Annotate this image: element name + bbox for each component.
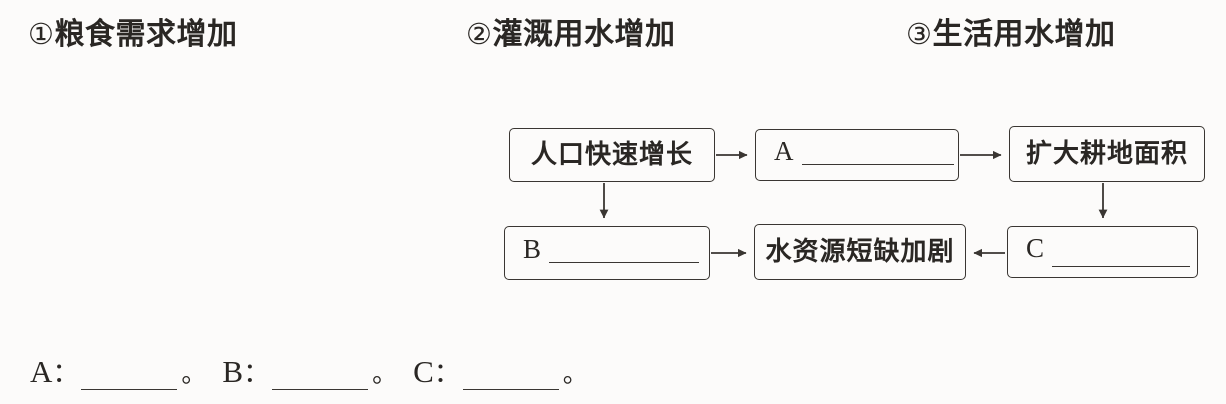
flow-box-water-shortage[interactable]: 水资源短缺加剧 xyxy=(754,224,966,280)
option-item-2: ②灌溉用水增加 xyxy=(466,14,676,55)
answer-letter-a: A xyxy=(30,354,53,389)
option-item-3: ③生活用水增加 xyxy=(906,14,1116,55)
option-item-1: ①粮食需求增加 xyxy=(28,14,238,55)
answer-blank-b[interactable] xyxy=(272,389,369,390)
answer-slot-b[interactable]: B： 。 xyxy=(222,352,413,394)
answer-period-c: 。 xyxy=(562,359,588,388)
flow-box-a-blank-rule[interactable] xyxy=(801,163,954,165)
answer-colon-a: ： xyxy=(52,358,80,389)
flow-box-b[interactable]: B xyxy=(504,226,710,280)
answer-period-a: 。 xyxy=(181,359,207,388)
flow-box-b-blank-rule[interactable] xyxy=(549,261,700,263)
flow-box-c-blank-rule[interactable] xyxy=(1052,265,1191,267)
flow-box-population[interactable]: 人口快速增长 xyxy=(509,128,715,182)
flow-box-a-letter: A xyxy=(774,135,794,166)
flow-box-c-letter: C xyxy=(1026,232,1045,263)
answer-letter-b: B xyxy=(222,354,244,389)
answer-period-b: 。 xyxy=(372,359,398,388)
answer-prompt-row: A：。B：。C：。 xyxy=(30,352,604,394)
flow-box-a[interactable]: A xyxy=(755,129,959,181)
flow-box-farmland[interactable]: 扩大耕地面积 xyxy=(1009,126,1205,182)
option-marker-3: ③ xyxy=(906,17,933,51)
answer-letter-c: C xyxy=(413,354,434,389)
option-label-2: 灌溉用水增加 xyxy=(492,17,676,52)
option-marker-2: ② xyxy=(466,17,493,51)
flow-box-farmland-label: 扩大耕地面积 xyxy=(1025,139,1188,169)
flow-box-b-letter: B xyxy=(523,233,542,264)
answer-slot-c[interactable]: C： 。 xyxy=(413,352,604,394)
option-marker-1: ① xyxy=(28,17,55,51)
option-label-3: 生活用水增加 xyxy=(932,17,1116,52)
answer-blank-a[interactable] xyxy=(81,389,178,390)
answer-slot-a[interactable]: A： 。 xyxy=(30,352,222,394)
flow-box-population-label: 人口快速增长 xyxy=(530,140,693,170)
flow-box-c[interactable]: C xyxy=(1007,226,1198,278)
answer-blank-c[interactable] xyxy=(462,389,559,390)
answer-colon-c: ： xyxy=(433,358,461,389)
option-label-1: 粮食需求增加 xyxy=(54,17,238,52)
flow-box-water-shortage-label: 水资源短缺加剧 xyxy=(765,237,955,267)
answer-colon-b: ： xyxy=(243,358,271,389)
